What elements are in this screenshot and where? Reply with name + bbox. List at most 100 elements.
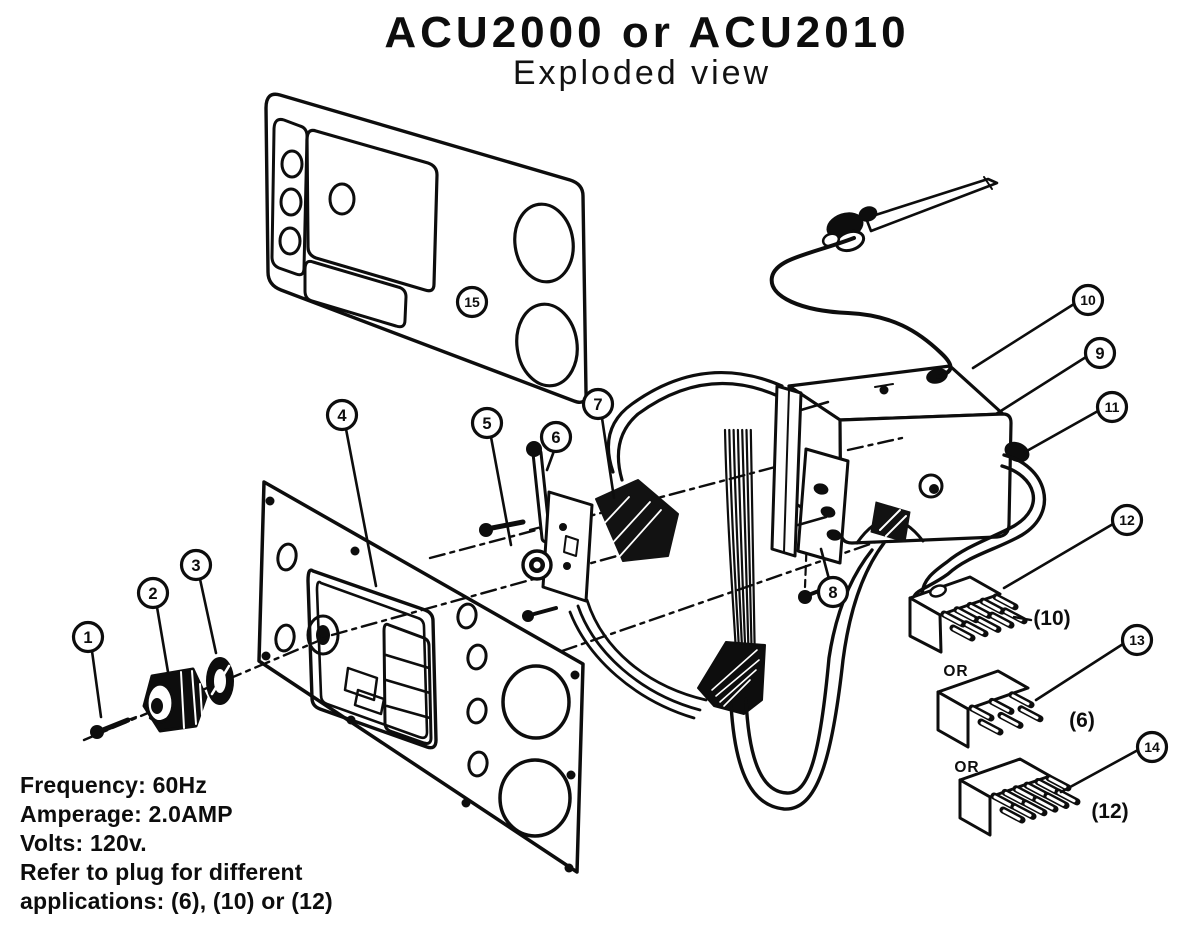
plug-pin-face <box>982 600 1001 612</box>
callout-circle <box>581 387 615 421</box>
callout-circle <box>816 575 850 609</box>
callout-10: 10 <box>971 283 1105 370</box>
switch-plate <box>541 490 594 603</box>
plug-pin-face <box>956 609 975 621</box>
callout-leader <box>90 649 103 719</box>
plug-pin-face <box>965 623 984 635</box>
ribbon-wire <box>741 428 751 670</box>
callout-leader <box>489 435 513 547</box>
callout-8: 8 <box>816 547 850 609</box>
wire-ribbon <box>723 428 757 670</box>
mounting-screw-5 <box>479 519 526 537</box>
callout-circle <box>1120 623 1154 657</box>
callout-circle <box>455 285 489 319</box>
callout-number: 8 <box>828 584 837 602</box>
power-plug-6pin <box>936 669 1030 749</box>
ribbon-wire <box>728 428 742 670</box>
cable-clamp <box>870 501 911 543</box>
terminal-pads <box>813 483 842 541</box>
callout-9: 9 <box>994 336 1117 416</box>
or-label: OR <box>943 663 968 680</box>
callout-leader <box>344 427 378 588</box>
box-front-face <box>838 412 1013 545</box>
callout-number: 14 <box>1144 739 1160 755</box>
antenna-probe <box>864 177 999 233</box>
panel-speaker-hole <box>501 664 571 740</box>
lock-washer <box>206 657 234 705</box>
callout-number: 12 <box>1119 512 1135 528</box>
plug-pin-face <box>1048 777 1067 789</box>
control-knob <box>142 667 208 733</box>
plug-cable-outer <box>912 453 1047 599</box>
callout-leader <box>971 302 1076 370</box>
display-indicator-hole <box>328 182 356 216</box>
callout-circle <box>1095 390 1129 424</box>
plug-pin-face <box>993 795 1012 807</box>
center-assembly <box>479 370 826 720</box>
plug-pin-face <box>1046 794 1065 806</box>
power-plug-10pin <box>908 575 1002 654</box>
wire-swoop <box>616 381 780 482</box>
faceplate-display-window <box>305 128 439 293</box>
harness-knot-wires <box>711 649 760 707</box>
terminal-board <box>796 447 850 565</box>
callout-number: 9 <box>1095 345 1104 363</box>
callout-circle <box>539 420 573 454</box>
callout-circle <box>1071 283 1105 317</box>
box-front-hole-center <box>929 484 939 494</box>
callout-4: 4 <box>325 398 378 588</box>
callout-number: 11 <box>1105 399 1120 415</box>
callout-leader <box>1059 748 1140 794</box>
harness-loop-outer <box>729 541 886 811</box>
callout-circle <box>1083 336 1117 370</box>
antenna-assembly <box>769 176 999 379</box>
callout-circle <box>179 548 213 582</box>
screw-axis-dash <box>803 508 810 589</box>
plug-pin-face <box>1020 708 1039 720</box>
plug-label-dash <box>1012 615 1033 622</box>
callout-circle <box>470 406 504 440</box>
plug-pin-face <box>971 707 990 719</box>
callout-7: 7 <box>581 387 616 500</box>
wire-swoop <box>606 370 784 474</box>
callout-11: 11 <box>1023 390 1129 454</box>
callout-14: 14 <box>1059 730 1169 794</box>
faceplate-overlay <box>264 92 588 405</box>
plug-pin-face <box>952 627 971 639</box>
faceplate-speaker-hole <box>515 302 579 388</box>
callout-number: 6 <box>551 429 560 447</box>
ferrite-beads <box>821 206 878 253</box>
callout-number: 3 <box>191 557 200 575</box>
harness-to-plug <box>870 453 1047 599</box>
switch-wires <box>568 598 708 720</box>
panel-screw-holes <box>261 496 580 873</box>
harness-loop-inner <box>744 548 874 795</box>
callout-circle <box>1135 730 1169 764</box>
callout-6: 6 <box>539 420 573 472</box>
standoff-spacer <box>526 441 552 544</box>
faceplate-button <box>280 149 304 179</box>
plug-pin-face <box>1035 798 1054 810</box>
harness-knot <box>697 641 766 715</box>
pot-bushing <box>521 549 553 581</box>
callout-leader <box>600 416 616 500</box>
callout-leader <box>1002 522 1115 590</box>
box-top-screw <box>874 383 894 395</box>
faceplate-speaker-hole <box>513 202 575 284</box>
spec-line-applications: applications: (6), (10) or (12) <box>20 888 333 914</box>
page-subtitle: Exploded view <box>512 54 772 92</box>
chassis-bracket <box>770 384 850 565</box>
plug-pin-face <box>1004 791 1023 803</box>
bezel-switch-opening <box>382 622 433 745</box>
plug-pin-count-label: (12) <box>1091 800 1128 823</box>
mounting-screw-lower <box>522 606 558 622</box>
plug-pin-face <box>1000 714 1019 726</box>
specs-block: Frequency: 60Hz Amperage: 2.0AMP Volts: … <box>20 771 333 916</box>
plug-pin-face <box>943 613 962 625</box>
knob-parts <box>90 657 234 739</box>
page-title: ACU2000 or ACU2010 <box>384 8 910 57</box>
panel-bezel-outer <box>306 568 438 750</box>
